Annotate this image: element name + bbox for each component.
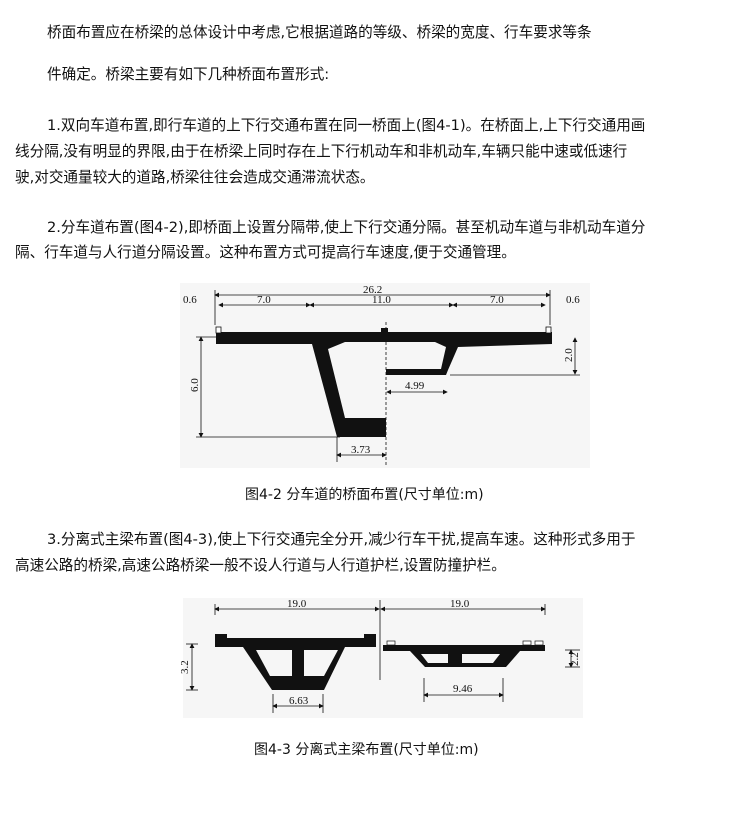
dim-left-edge: 0.6 [183, 294, 197, 306]
paragraph-3-line-1: 3.分离式主梁布置(图4-3),使上下行交通完全分开,减少行车干扰,提高车速。这… [47, 531, 636, 548]
figure-4-3-caption: 图4-3 分离式主梁布置(尺寸单位:m) [254, 742, 479, 758]
dim-left-bottom: 3.73 [351, 444, 371, 456]
dim-left-height: 6.0 [189, 378, 201, 392]
paragraph-1-line-2: 线分隔,没有明显的界限,由于在桥梁上同时存在上下行机动车和非机动车,车辆只能中速… [15, 143, 628, 160]
dim-center: 11.0 [372, 294, 391, 306]
dim-right-box: 4.99 [405, 380, 425, 392]
figure-4-2-caption: 图4-2 分车道的桥面布置(尺寸单位:m) [245, 487, 484, 503]
dim-right-edge: 0.6 [566, 294, 580, 306]
paragraph-2-line-1: 2.分车道布置(图4-2),即桥面上设置分隔带,使上下行交通分隔。甚至机动车道与… [47, 219, 646, 236]
paragraph-intro-line-2: 件确定。桥梁主要有如下几种桥面布置形式: [47, 66, 330, 83]
dim-left-lane: 7.0 [257, 294, 271, 306]
paragraph-3-line-2: 高速公路的桥梁,高速公路桥梁一般不设人行道与人行道护栏,设置防撞护栏。 [15, 557, 506, 574]
paragraph-2-line-2: 隔、行车道与人行道分隔设置。这种布置方式可提高行车速度,便于交通管理。 [15, 244, 516, 261]
dim-right-height: 2.0 [563, 348, 575, 362]
paragraph-1-line-3: 驶,对交通量较大的道路,桥梁往往会造成交通滞流状态。 [15, 169, 375, 186]
dim-total-width: 26.2 [363, 284, 382, 296]
dim-right-lane: 7.0 [490, 294, 504, 306]
paragraph-1-line-1: 1.双向车道布置,即行车道的上下行交通布置在同一桥面上(图4-1)。在桥面上,上… [47, 117, 646, 134]
paragraph-intro-line-1: 桥面布置应在桥梁的总体设计中考虑,它根据道路的等级、桥梁的宽度、行车要求等条 [47, 24, 592, 41]
